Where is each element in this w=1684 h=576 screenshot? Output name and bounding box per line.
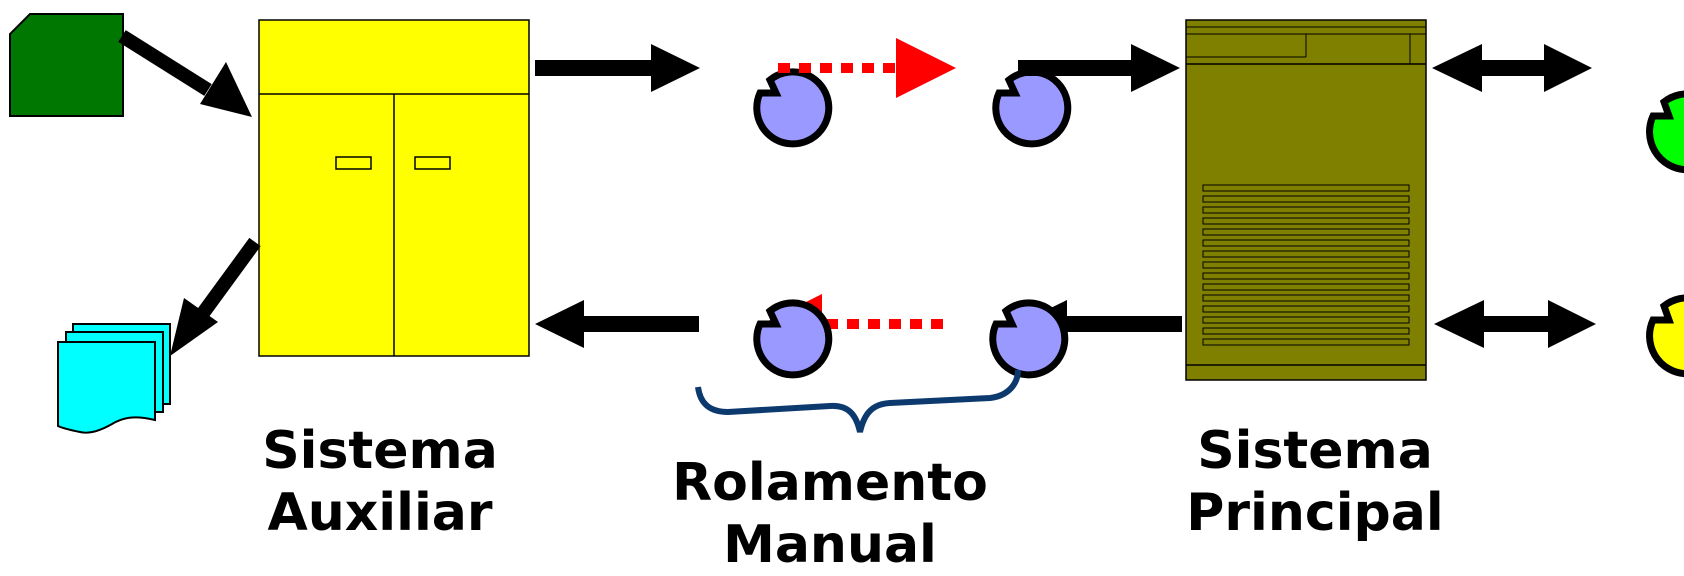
arrow-tape-b-to-main [1018,44,1180,92]
auxiliary-system-label: Sistema Auxiliar [230,420,530,544]
main-system-label: Sistema Principal [1165,420,1465,544]
tape-reel-icon [989,299,1069,379]
arrow-card-to-auxiliary [118,30,252,117]
manual-label-line1: Rolamento [672,453,988,513]
tape-reel-icon [753,299,833,379]
auxiliary-label-line2: Auxiliar [267,483,493,543]
auxiliary-system-cabinet [258,19,530,357]
tape-reel-icon [753,68,833,148]
main-label-line1: Sistema [1197,421,1433,481]
arrow-auxiliary-to-tape-a [535,44,700,92]
tape-reel-icon [992,68,1072,148]
console-terminal-icon [1646,294,1684,378]
arrow-auxiliary-to-printout [170,237,261,356]
arrow-tape-c-to-auxiliary [535,300,699,348]
main-system-cabinet [1185,19,1427,381]
punched-card-icon [9,13,124,117]
arrow-main-console-top [1432,44,1592,92]
manual-rolling-label: Rolamento Manual [640,452,1020,576]
auxiliary-label-line1: Sistema [262,421,498,481]
main-label-line2: Principal [1186,483,1444,543]
printout-icon [57,323,171,434]
manual-label-line2: Manual [723,515,937,575]
console-terminal-icon [1646,90,1684,174]
arrow-main-console-bottom [1434,300,1596,348]
manual-brace [695,369,1021,433]
